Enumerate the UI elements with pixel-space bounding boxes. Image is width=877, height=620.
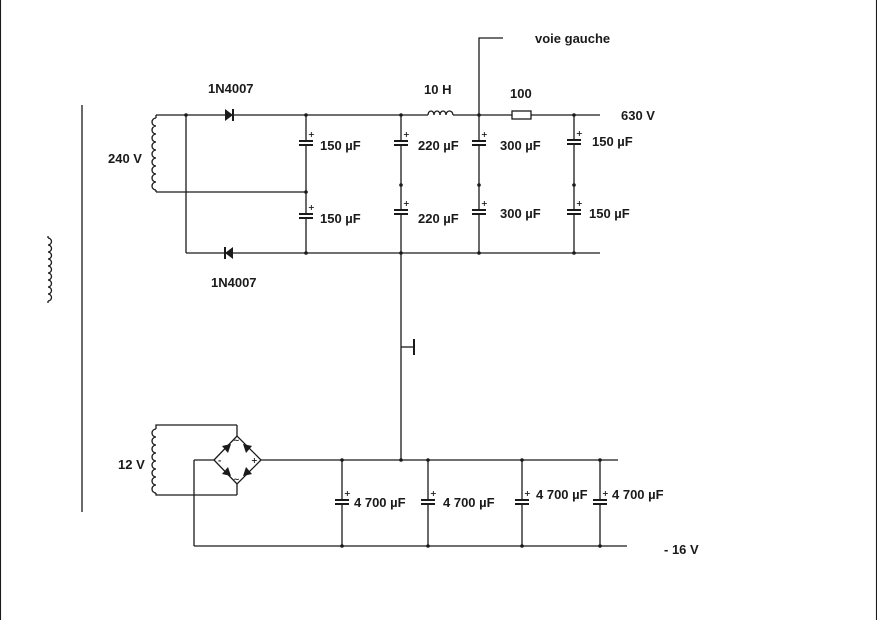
svg-text:+: + [524, 489, 531, 498]
lv-cap-3: + [515, 460, 531, 546]
cap-column-3: + + [472, 115, 488, 253]
junction-dots [184, 113, 602, 548]
svg-text:+: + [430, 489, 437, 498]
label-c5: 4 700 µF [354, 495, 406, 510]
label-c4-bottom: 150 µF [589, 206, 630, 221]
label-c1-bottom: 150 µF [320, 211, 361, 226]
label-neg-output: - 16 V [664, 542, 699, 557]
svg-text:+: + [481, 199, 488, 208]
svg-text:+: + [403, 199, 410, 208]
label-c3-bottom: 300 µF [500, 206, 541, 221]
label-diode-bottom: 1N4007 [211, 275, 257, 290]
lv-cap-4: + [593, 460, 609, 546]
label-c2-top: 220 µF [418, 138, 459, 153]
cap-column-2: + + [394, 115, 410, 253]
label-c6: 4 700 µF [443, 495, 495, 510]
cap-column-4: + + [567, 115, 583, 253]
label-choke: 10 H [424, 82, 451, 97]
svg-text:~: ~ [233, 436, 240, 445]
bridge-rectifier: ~ ~ - + [213, 424, 262, 496]
cap-column-1: + + [299, 115, 315, 253]
choke-inductor [427, 110, 454, 116]
aux-secondary-winding [151, 424, 214, 496]
svg-text:+: + [481, 130, 488, 139]
label-aux-voltage: 12 V [118, 457, 145, 472]
label-c1-top: 150 µF [320, 138, 361, 153]
label-c7: 4 700 µF [536, 487, 588, 502]
label-c8: 4 700 µF [612, 487, 664, 502]
lv-cap-2: + [421, 460, 437, 546]
svg-text:+: + [403, 130, 410, 139]
diode-bottom [224, 247, 233, 259]
label-c4-top: 150 µF [592, 134, 633, 149]
svg-text:+: + [576, 129, 583, 138]
lv-cap-1: + [335, 460, 351, 546]
label-c2-bottom: 220 µF [418, 211, 459, 226]
svg-text:+: + [602, 489, 609, 498]
transformer-primary [47, 236, 53, 303]
label-hv-output: 630 V [621, 108, 655, 123]
svg-text:-: - [218, 456, 221, 465]
hv-secondary-winding [151, 114, 306, 193]
tap-output-wire [478, 37, 503, 115]
svg-text:+: + [308, 130, 315, 139]
diode-top [225, 109, 234, 121]
label-tap-output: voie gauche [535, 31, 610, 46]
label-resistor: 100 [510, 86, 532, 101]
svg-text:+: + [308, 203, 315, 212]
svg-text:+: + [576, 199, 583, 208]
svg-text:+: + [344, 489, 351, 498]
resistor [511, 110, 532, 120]
label-c3-top: 300 µF [500, 138, 541, 153]
svg-text:~: ~ [233, 475, 240, 484]
svg-text:+: + [251, 456, 258, 465]
label-primary-voltage: 240 V [108, 151, 142, 166]
label-diode-top: 1N4007 [208, 81, 254, 96]
